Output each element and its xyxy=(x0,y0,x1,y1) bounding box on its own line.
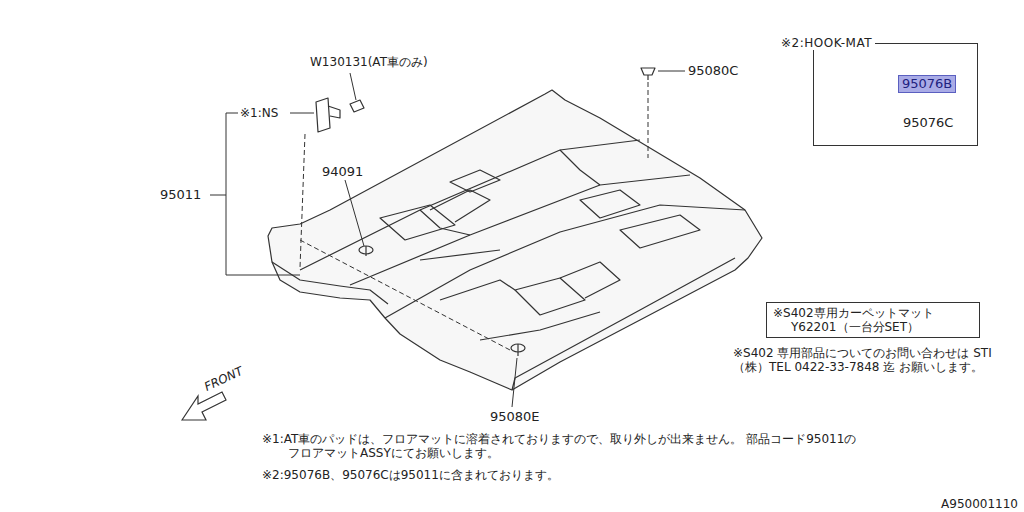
direction-label: FRONT xyxy=(202,364,245,394)
group-heading: ※2:HOOK-MAT xyxy=(778,36,875,50)
part-label: 95076B xyxy=(902,77,952,91)
part-number: 94091 xyxy=(322,165,363,179)
contact-note: ※S402 専用部品についてのお問い合わせは STI（株）TEL 0422-33… xyxy=(733,346,1024,374)
part-label: ※S402専用カーペットマット xyxy=(773,306,973,320)
footnote: ※1:AT車のパッドは、フロアマットに溶着されておりますので、取り外しが出来ませ… xyxy=(262,432,868,460)
highlighted-part-number: 95076B xyxy=(898,75,956,93)
part-label: Y62201（一台分SET） xyxy=(773,320,973,334)
part-number: 95080C xyxy=(688,64,738,78)
part-number: 95080E xyxy=(490,410,540,424)
footnote: ※2:95076B、95076Cは95011に含まれております。 xyxy=(262,468,559,482)
part-number: 95011 xyxy=(160,188,201,202)
part-number: 95076C xyxy=(903,116,953,130)
hook-mat-box: ※2:HOOK-MAT95076C95076B xyxy=(813,43,978,146)
callout-note: ※1:NS xyxy=(240,106,278,120)
part-number: W130131(AT車のみ) xyxy=(310,55,428,69)
diagram-code: A950001110 xyxy=(941,497,1018,511)
s402-mat-box: ※S402専用カーペットマットY62201（一台分SET） xyxy=(766,302,980,338)
